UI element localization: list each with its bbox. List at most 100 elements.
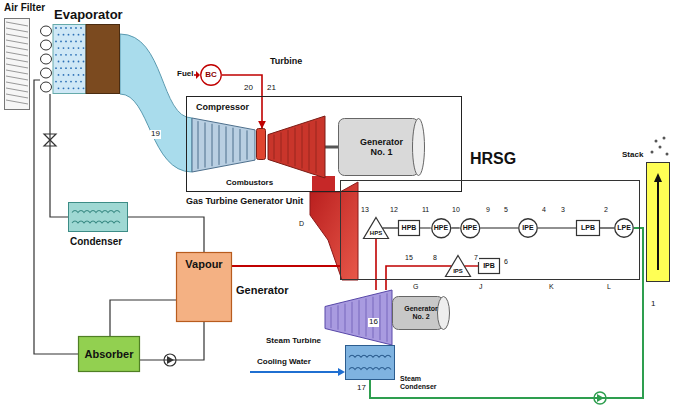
evaporator-part — [70, 27, 72, 29]
callout-number: J — [478, 283, 484, 291]
text-holder: Air Filter — [4, 2, 45, 14]
evaporator-part — [60, 67, 62, 69]
air-filter-part — [6, 76, 28, 80]
evaporator-part — [60, 27, 62, 29]
air-filter-part — [6, 82, 28, 86]
evaporator-part — [58, 47, 60, 49]
booster-compressor: BC — [200, 64, 222, 86]
compressor-part — [233, 128, 234, 163]
stack-part — [654, 173, 662, 182]
node-text: Steam Turbine — [266, 336, 321, 345]
callout-number: G — [412, 283, 419, 291]
stack-smoke — [655, 140, 658, 143]
evaporator-part — [65, 54, 67, 56]
steam-condenser-part — [346, 346, 395, 380]
stack-part — [647, 163, 670, 282]
evaporator-part — [41, 40, 52, 50]
steam-turbine: Steam Turbine — [325, 290, 392, 345]
pipe-connector — [232, 265, 340, 267]
pipe-connector — [110, 300, 176, 336]
generator: Generator No. 1 — [338, 118, 425, 176]
air-filter-part — [6, 34, 28, 38]
gas-turbine: Turbine — [268, 116, 325, 178]
vapour-generator-part — [177, 253, 232, 322]
steam-turbine-part — [325, 290, 392, 345]
hp-economizer-part — [431, 218, 450, 237]
hp-economizer: HPE — [460, 218, 481, 239]
node-text: HPS — [370, 230, 382, 237]
node-text: Compressor — [196, 102, 249, 112]
label-holder: 9 — [485, 206, 491, 214]
hp-economizer-part — [460, 218, 479, 237]
label-holder: 21 — [266, 84, 277, 93]
air-filter-part — [6, 52, 28, 56]
exhaust-outlet — [312, 176, 335, 193]
text-holder: IPS — [445, 266, 471, 277]
evaporator-part — [68, 74, 70, 76]
evaporator-part — [73, 61, 75, 63]
evaporator-part — [83, 34, 85, 36]
node-text: BC — [205, 70, 217, 79]
evaporator-part — [83, 47, 85, 49]
steam-condenser-part — [349, 355, 391, 357]
evaporator-part — [55, 81, 57, 83]
callout-number: 8 — [432, 254, 438, 262]
evaporator-part — [70, 81, 72, 83]
ip-economizer-part — [519, 219, 538, 238]
combustor-part — [257, 129, 266, 160]
label-holder: 16 — [368, 318, 379, 327]
cooling-water-arrow — [338, 368, 345, 376]
hrsg: HRSGHPSHPBHPEHPEIPELPBLPEIPSIPB — [340, 180, 640, 280]
evaporator-part — [70, 67, 72, 69]
absorption-condenser: Condenser — [68, 202, 128, 232]
evaporator-part — [63, 47, 65, 49]
lp-drum: LPB — [576, 220, 600, 236]
node-text: Evaporator — [54, 8, 123, 23]
label-holder: 15 — [404, 254, 414, 262]
compressor-part — [247, 130, 248, 159]
gas-turbine-part — [302, 126, 303, 169]
evaporator-part — [86, 25, 120, 94]
node-text: Air Filter — [4, 2, 45, 14]
label-holder: 11 — [421, 206, 430, 214]
hp-economizer: HPE — [431, 218, 452, 239]
text-holder: LPB — [576, 220, 600, 236]
text-holder: BC — [200, 64, 222, 86]
label-holder: 13 — [360, 206, 370, 214]
callout-number: 21 — [266, 84, 277, 93]
gas-turbine-part — [274, 135, 275, 160]
evaporator-part — [60, 41, 62, 43]
text-holder: Compressor — [196, 102, 249, 112]
gas-turbine-part — [316, 121, 317, 173]
air-filter-part — [6, 64, 28, 68]
callout-number: 7 — [473, 254, 479, 262]
evaporator-part — [68, 61, 70, 63]
label-holder: 4 — [541, 206, 547, 214]
ip-drum-part — [479, 259, 500, 274]
evaporator-part — [78, 47, 80, 49]
absorber: Absorber — [78, 336, 140, 372]
evaporator: Evaporator — [40, 24, 120, 94]
evaporator-part — [73, 87, 75, 89]
steam-turbine-part — [331, 307, 332, 328]
callout-number: 5 — [503, 206, 509, 214]
evaporator-part — [55, 54, 57, 56]
callout-number: 2 — [603, 206, 609, 214]
ip-drum: IPB — [478, 258, 500, 274]
evaporator-part — [73, 47, 75, 49]
stack-smoke — [666, 153, 669, 156]
node-text: Condenser — [70, 236, 122, 248]
steam-turbine-part — [359, 300, 360, 335]
evaporator-part — [63, 34, 65, 36]
node-text: IPB — [483, 262, 495, 270]
label-holder: Fuel — [176, 70, 194, 79]
node-text: Generator — [236, 284, 289, 297]
text-holder: Combustors — [226, 178, 273, 187]
air-filter-part — [5, 19, 30, 110]
gas-turbine-shape — [268, 116, 325, 178]
text-holder: Absorber — [78, 336, 140, 372]
node-text: Generator No. 1 — [354, 137, 410, 158]
label-holder: 10 — [451, 206, 461, 214]
gas-turbine-part — [281, 132, 282, 161]
node-text: Stack — [622, 150, 643, 159]
